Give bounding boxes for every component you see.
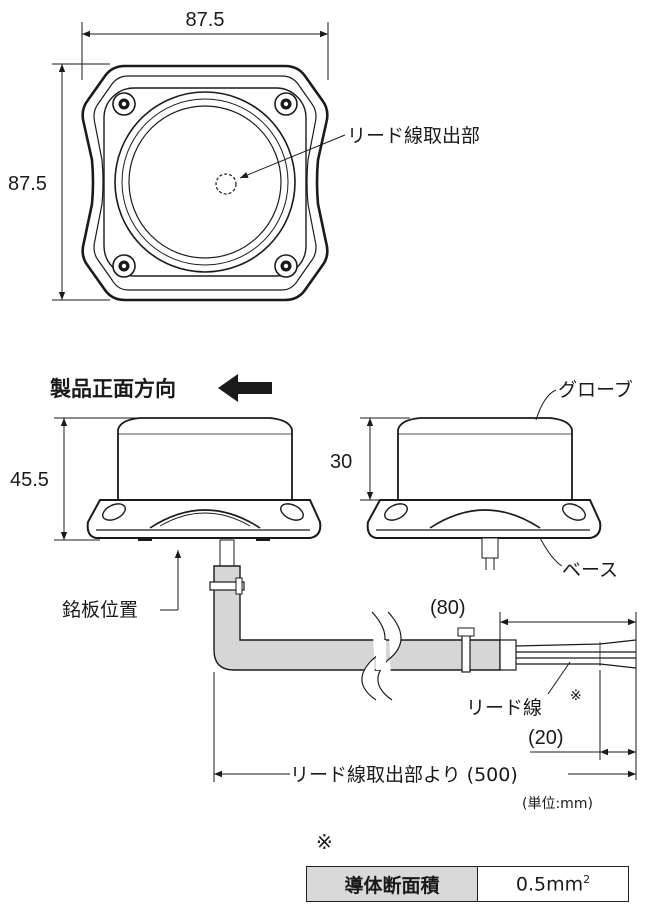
top-height-dim: 87.5 bbox=[8, 173, 47, 195]
top-width-dim: 87.5 bbox=[186, 9, 225, 31]
spec-table: 導体断面積 0.5mm2 bbox=[306, 866, 629, 902]
spec-note-mark: ※ bbox=[316, 830, 333, 854]
front-view: 製品正面方向 45.5 銘板位置 bbox=[10, 374, 322, 621]
globe-label: グローブ bbox=[558, 378, 633, 401]
screw-icon bbox=[274, 92, 298, 116]
base-label: ベース bbox=[562, 559, 618, 581]
length-dim: リード線取出部より (500) bbox=[290, 764, 518, 786]
screw-icon bbox=[274, 254, 298, 278]
lead-outlet-mark bbox=[215, 173, 237, 195]
lead-wire-label: リード線 bbox=[466, 697, 542, 719]
front-height-dim: 45.5 bbox=[10, 469, 49, 491]
lead-dim: (20) bbox=[528, 727, 564, 749]
unit-label: (単位:mm) bbox=[522, 796, 593, 812]
lead-outlet-label: リード線取出部 bbox=[347, 125, 480, 147]
spec-value-sup: 2 bbox=[583, 872, 591, 886]
nameplate-label: 銘板位置 bbox=[62, 599, 138, 621]
cable-diagram: (80) リード線 ※ (20) リード線取出部より (500) (単位:mm) bbox=[209, 539, 637, 812]
top-view: 87.5 87.5 リード線取出部 bbox=[8, 9, 480, 302]
side-view: 30 グローブ ベース bbox=[330, 378, 633, 581]
arrow-left-icon bbox=[218, 374, 272, 402]
screw-icon bbox=[112, 254, 136, 278]
globe-height-dim: 30 bbox=[330, 451, 352, 473]
lead-wire-note-mark: ※ bbox=[570, 688, 582, 704]
spec-header: 導体断面積 bbox=[306, 866, 478, 902]
strip-dim: (80) bbox=[430, 597, 466, 619]
table-row: 導体断面積 0.5mm2 bbox=[306, 866, 629, 902]
screw-icon bbox=[112, 92, 136, 116]
spec-value-cell: 0.5mm2 bbox=[477, 866, 629, 902]
spec-value: 0.5mm bbox=[515, 873, 584, 896]
front-direction-label: 製品正面方向 bbox=[49, 377, 176, 401]
